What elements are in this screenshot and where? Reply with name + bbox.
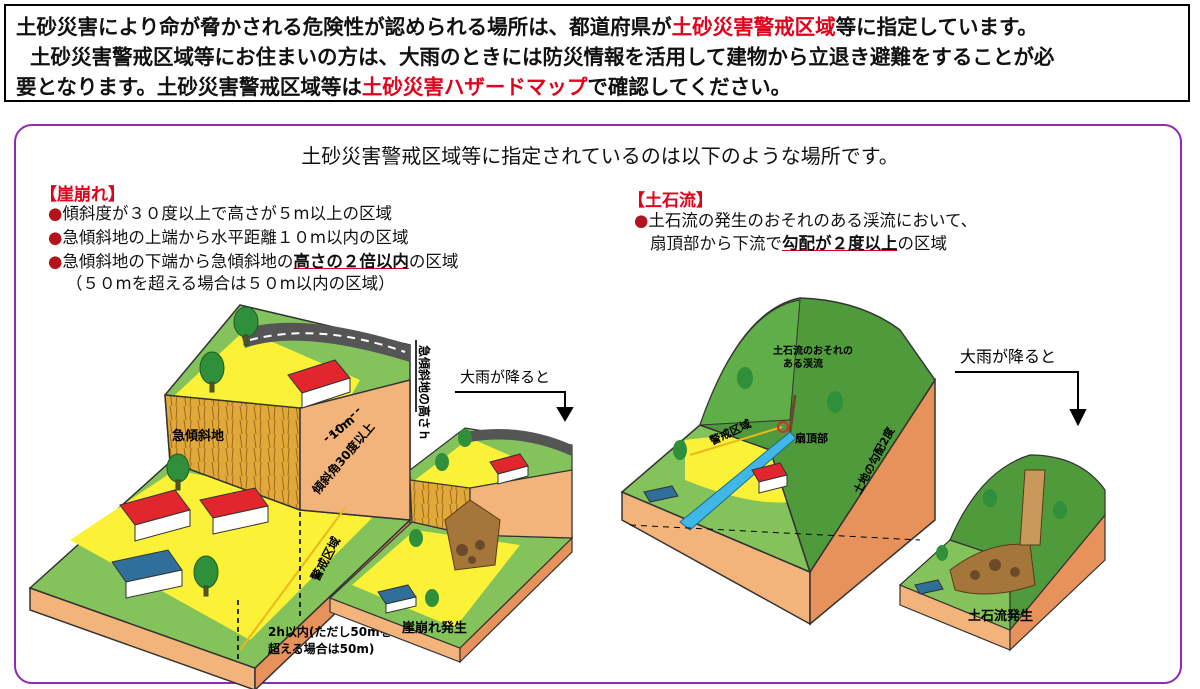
label-2h-line2: 超える場合は50m)	[267, 641, 374, 656]
label-slope-height: 急傾斜地の高さｈ	[417, 345, 432, 441]
label-stream-line2: ある渓流	[783, 357, 823, 370]
cliff-rain-arrow	[455, 392, 572, 420]
label-steep-slope: 急傾斜地	[172, 428, 224, 444]
cliff-rain-label: 大雨が降ると	[460, 368, 550, 386]
debris-rain-label: 大雨が降ると	[960, 347, 1056, 366]
label-debris-event: 土石流発生	[968, 608, 1033, 624]
label-fan-apex: 扇頂部	[795, 431, 828, 445]
label-stream-line1: 土石流のおそれの	[773, 344, 853, 357]
debris-rain-arrow	[955, 372, 1085, 424]
label-cliff-collapse: 崖崩れ発生	[402, 620, 467, 636]
